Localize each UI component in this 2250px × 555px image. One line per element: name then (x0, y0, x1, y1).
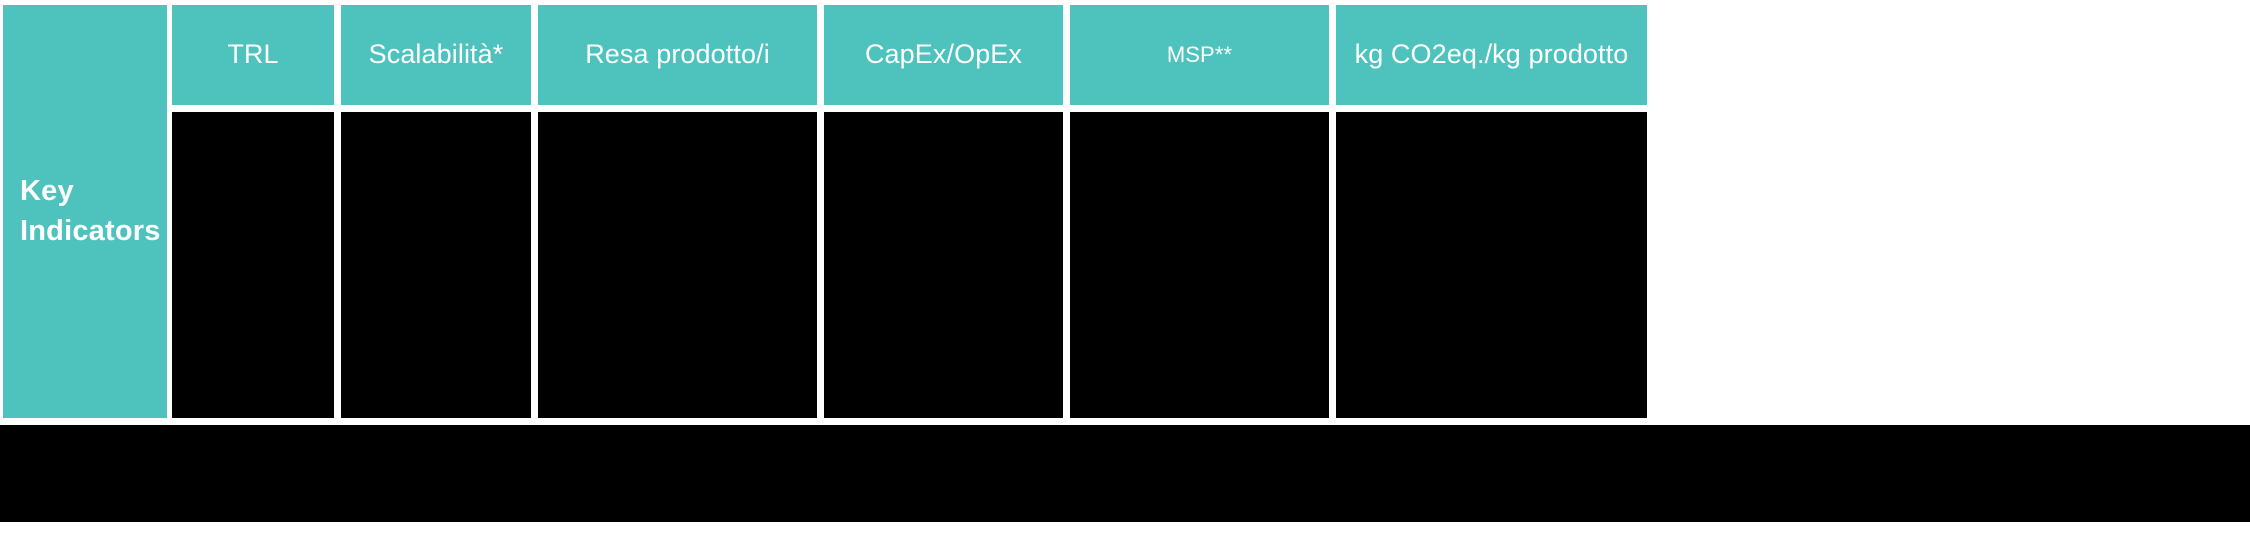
column-header-label: CapEx/OpEx (864, 39, 1023, 70)
table-cell-trl (172, 112, 334, 418)
column-header-trl: TRL (172, 5, 334, 105)
table-column-capex-opex: CapEx/OpEx (824, 5, 1063, 418)
column-header-label: TRL (227, 39, 279, 70)
column-header-label: Scalabilità* (368, 39, 504, 70)
columns-area: TRL Scalabilità* Resa prodotto/i CapEx/O… (172, 5, 2247, 418)
table-cell-scalabilita (341, 112, 531, 418)
table-cell-capex-opex (824, 112, 1063, 418)
table-column-resa-prodotto: Resa prodotto/i (538, 5, 817, 418)
table-cell-msp (1070, 112, 1329, 418)
key-indicators-label-cell: Key Indicators (3, 5, 167, 418)
table-column-kg-co2eq: kg CO2eq./kg prodotto (1336, 5, 1647, 418)
key-indicators-label-text: Key Indicators (20, 175, 161, 247)
table-cell-kg-co2eq (1336, 112, 1647, 418)
column-header-capex-opex: CapEx/OpEx (824, 5, 1063, 105)
column-header-msp: MSP** (1070, 5, 1329, 105)
column-header-kg-co2eq: kg CO2eq./kg prodotto (1336, 5, 1647, 105)
column-header-label: kg CO2eq./kg prodotto (1354, 39, 1629, 70)
column-header-scalabilita: Scalabilità* (341, 5, 531, 105)
column-header-label: MSP** (1166, 42, 1233, 68)
column-header-resa-prodotto: Resa prodotto/i (538, 5, 817, 105)
table-bottom-row (0, 425, 2250, 522)
table-cell-resa-prodotto (538, 112, 817, 418)
table-column-msp: MSP** (1070, 5, 1329, 418)
table-column-trl: TRL (172, 5, 334, 418)
column-header-label: Resa prodotto/i (585, 39, 770, 70)
table-column-scalabilita: Scalabilità* (341, 5, 531, 418)
